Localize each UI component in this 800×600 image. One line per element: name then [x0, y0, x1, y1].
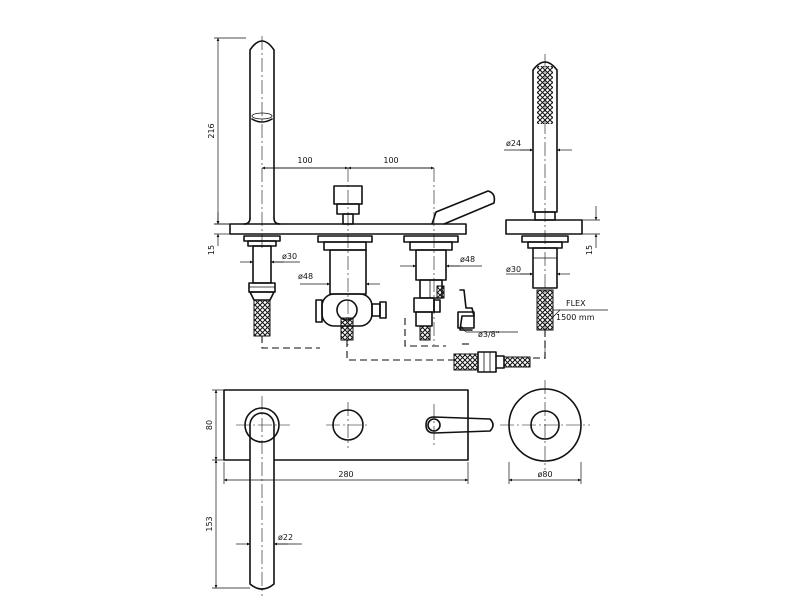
dim-rosette-label: ø80	[537, 470, 552, 479]
mixer-body	[315, 235, 387, 327]
mixer-hose	[340, 317, 354, 341]
shower-hose	[536, 289, 554, 331]
knob-plan	[326, 402, 370, 448]
hose-routing	[261, 318, 546, 361]
dim-spacing-1-label: 100	[297, 156, 312, 165]
lever-elevation	[431, 168, 496, 345]
lever-plan	[425, 404, 494, 446]
dim-spout-height-label: 216	[207, 123, 216, 138]
dim-body-2-label: ø48	[460, 255, 475, 264]
spout-shank	[243, 235, 281, 301]
dim-spacing: 100 100	[261, 156, 435, 170]
dim-spacing-2-label: 100	[383, 156, 398, 165]
shower-shank	[521, 235, 569, 289]
hose-thread-label: ø3/8"	[478, 330, 499, 339]
dim-plate-depth: 80	[205, 389, 226, 461]
diverter-body	[403, 235, 459, 327]
dim-spout-reach-label: 153	[205, 516, 214, 531]
dim-spout-shank: ø30	[240, 252, 300, 264]
dim-plate-depth-label: 80	[205, 420, 214, 430]
dim-body-1: ø48	[298, 272, 380, 286]
spout-plan	[236, 396, 290, 596]
dim-body-1-label: ø48	[298, 272, 313, 281]
plate-plan	[223, 389, 469, 461]
spout-elevation	[243, 36, 281, 250]
dim-shower-shank: ø30	[506, 265, 570, 276]
dim-plate-length-label: 280	[338, 470, 353, 479]
dim-deck-left-label: 15	[207, 245, 216, 255]
spout-hose	[253, 299, 271, 337]
rosette-plan	[500, 380, 590, 470]
diverter-hoses	[419, 285, 445, 341]
dim-rosette: ø80	[508, 462, 582, 484]
dim-spout-diameter: ø22	[236, 533, 302, 546]
dim-plate-length: 280	[223, 462, 469, 484]
dim-deck-thickness: 15 15	[207, 206, 600, 255]
handshower-hose-connector	[453, 289, 531, 373]
hose-flex-label: FLEX	[566, 299, 586, 308]
dim-hose-flex: FLEX 1500 mm	[551, 299, 608, 322]
dim-deck-right-label: 15	[585, 245, 594, 255]
dim-spout-reach: 153	[205, 459, 250, 589]
dim-body-2: ø48	[400, 255, 482, 268]
dim-handshower-label: ø24	[506, 139, 521, 148]
dim-shower-shank-label: ø30	[506, 265, 521, 274]
handshower-elevation	[505, 54, 583, 360]
dim-spout-diameter-label: ø22	[278, 533, 293, 542]
dim-handshower: ø24	[504, 139, 572, 152]
dim-hose-thread: ø3/8"	[459, 325, 518, 339]
dim-spout-shank-label: ø30	[282, 252, 297, 261]
hose-length-label: 1500 mm	[556, 313, 595, 322]
dim-spout-height: 216	[207, 37, 246, 225]
mixer-knob-elevation	[333, 168, 363, 345]
